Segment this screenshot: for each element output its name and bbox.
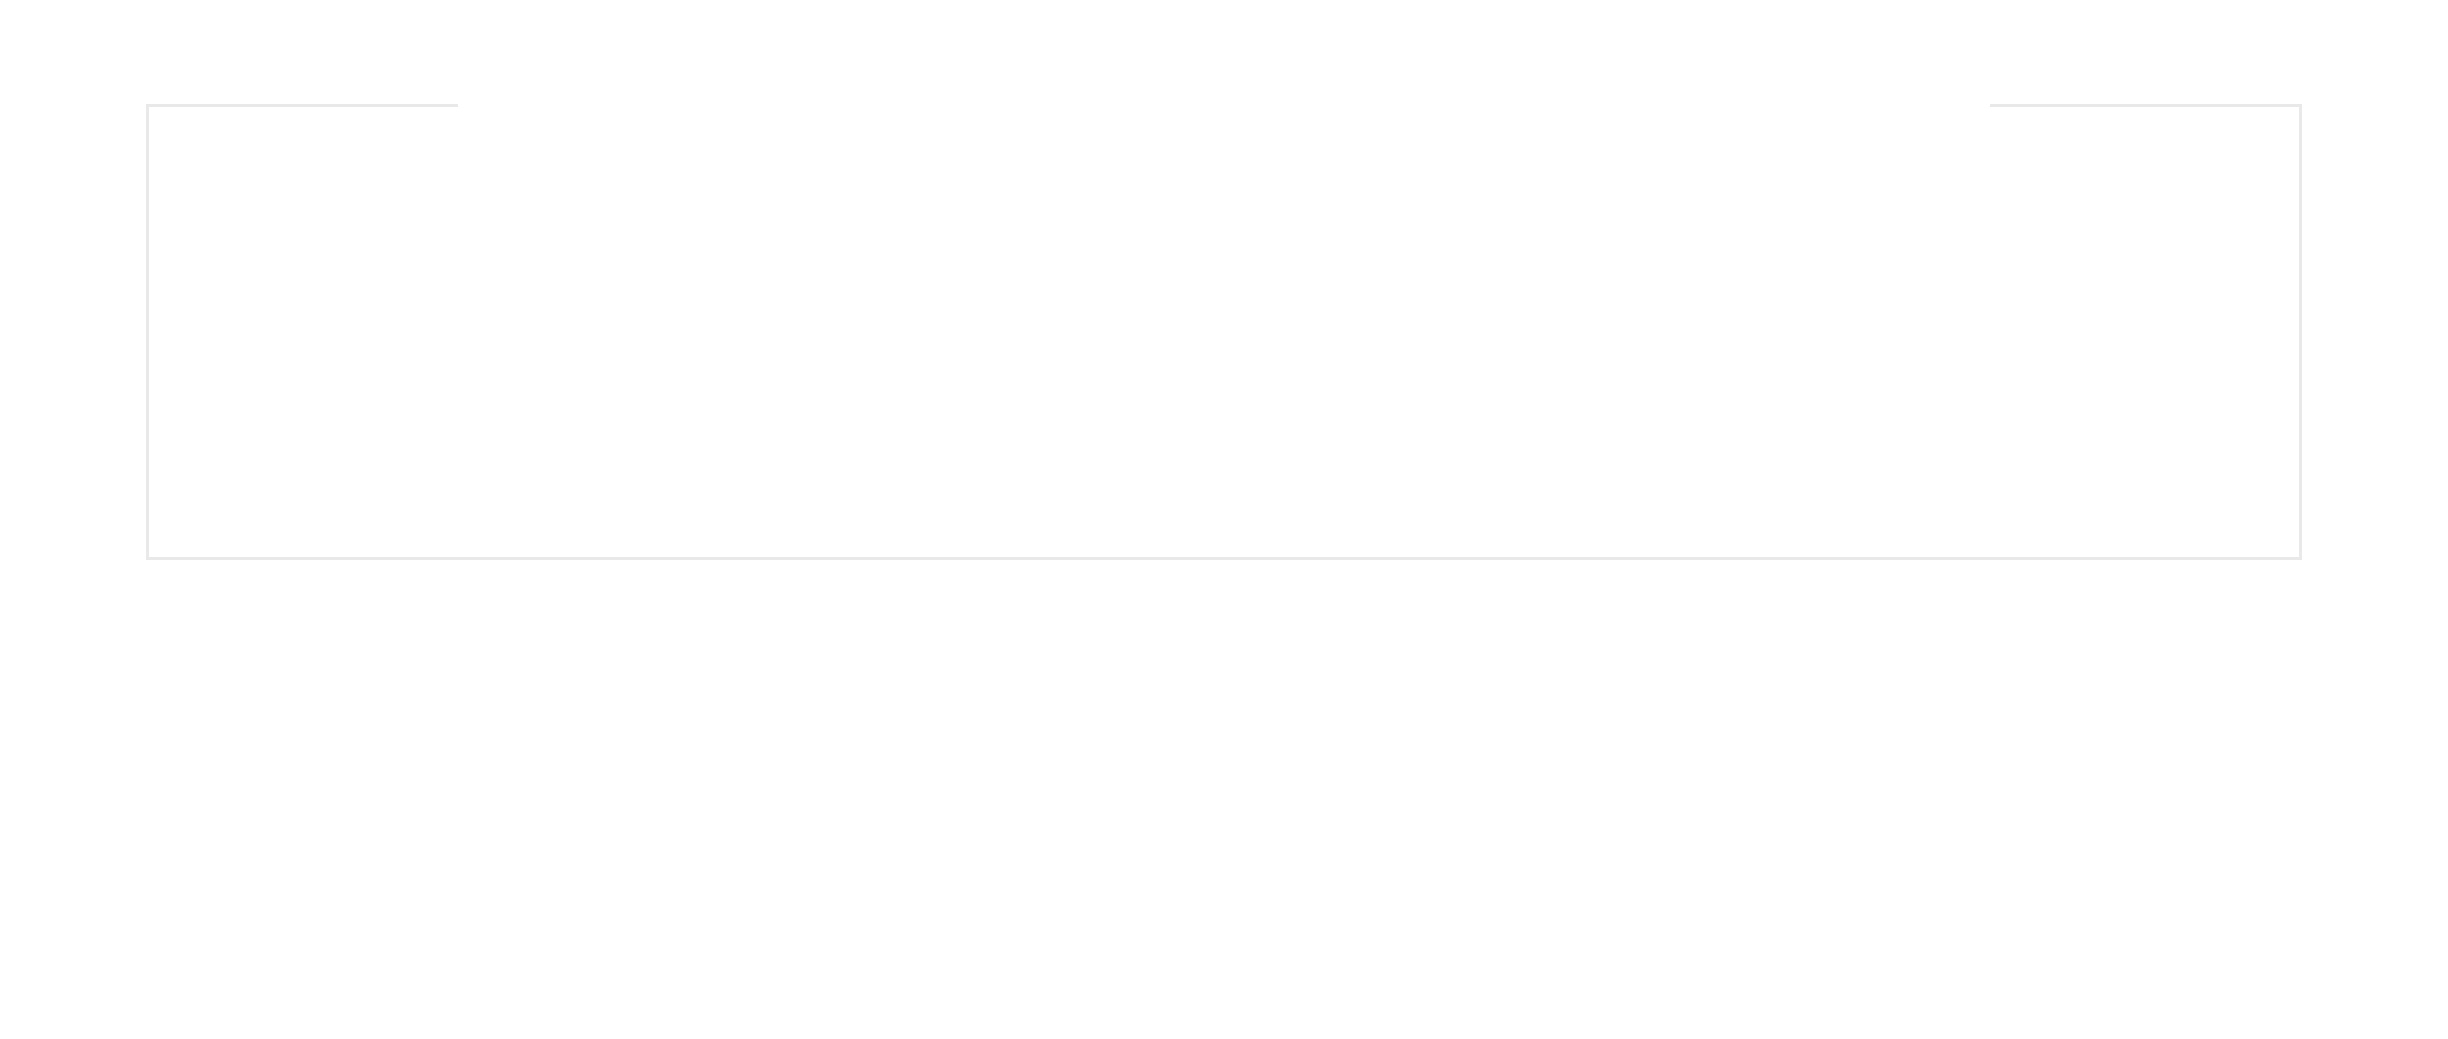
fieldset-panel — [146, 104, 2302, 560]
panel-body — [149, 107, 2299, 557]
panel-top-border-left — [149, 104, 458, 107]
panel-top-border-right — [1990, 104, 2299, 107]
